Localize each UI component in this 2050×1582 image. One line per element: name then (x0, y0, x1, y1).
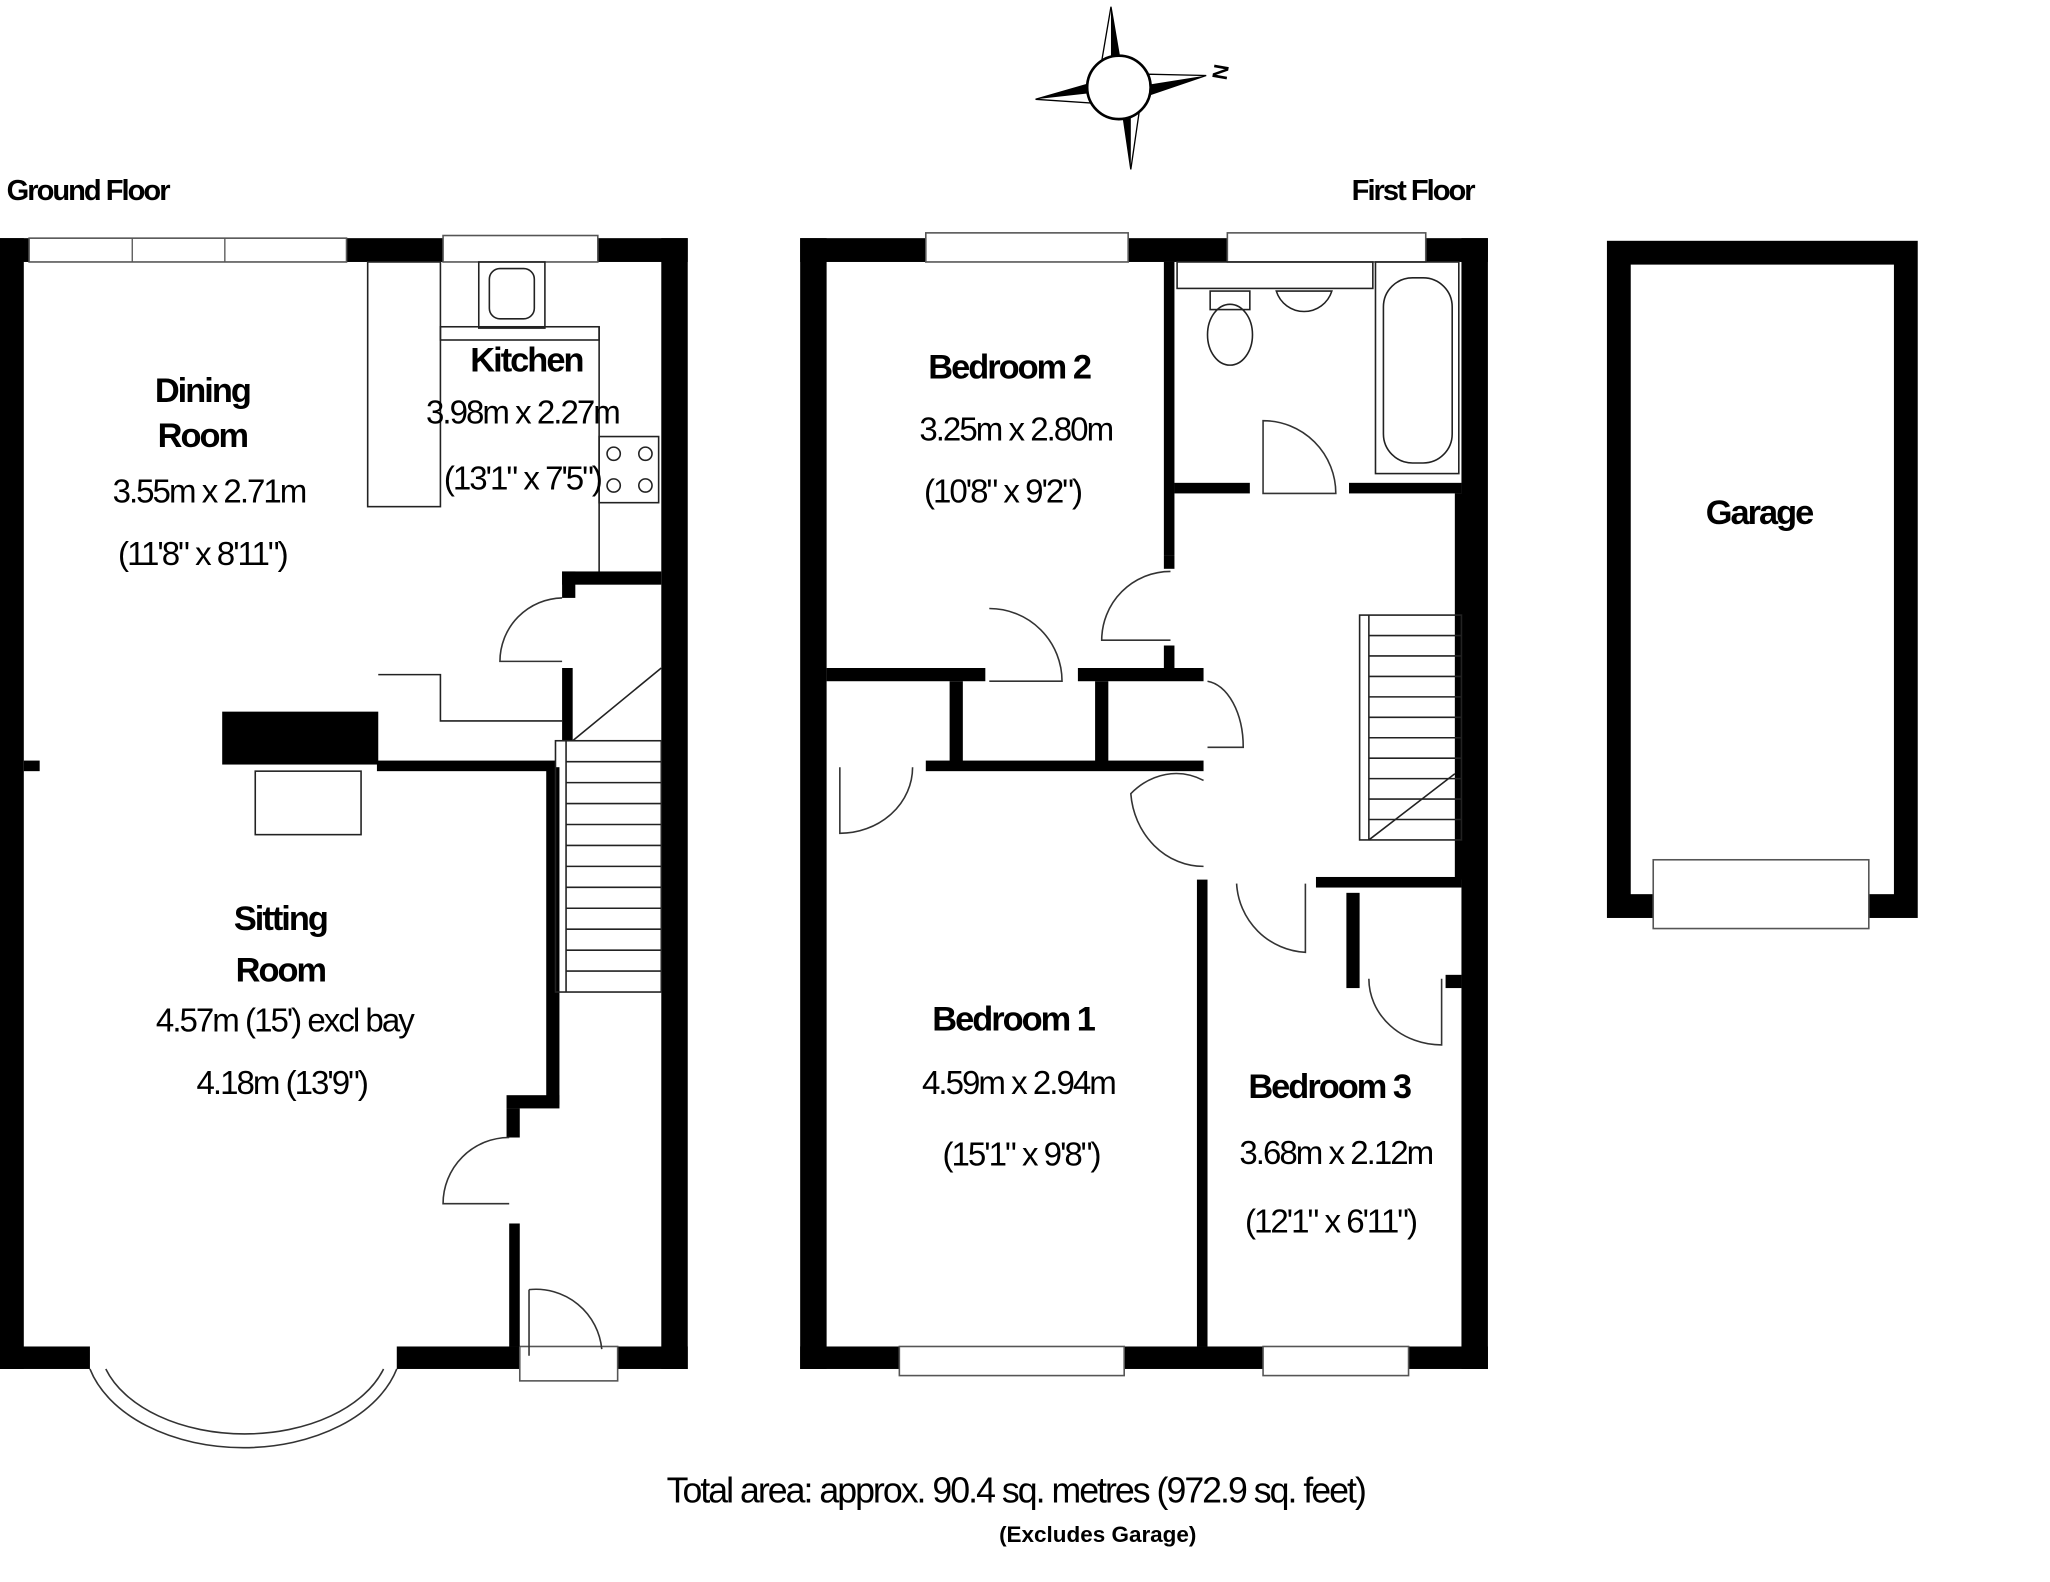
bedroom-3-label: Bedroom 3 (1248, 1068, 1411, 1106)
front-door (518, 1345, 619, 1382)
first-floor-title: First Floor (1352, 175, 1476, 207)
sitting-room-metric: 4.57m (15') excl bay (156, 1003, 415, 1040)
kitchen-metric: 3.98m x 2.27m (426, 394, 619, 431)
bath-icon (1374, 261, 1460, 475)
patio-window (28, 237, 348, 263)
kitchen-window (442, 234, 599, 263)
garage-label: Garage (1706, 494, 1813, 532)
first-floor-plan: Bedroom 2 3.25m x 2.80m (10'8" x 9'2") B… (800, 232, 1488, 1377)
ground-stairs (554, 667, 663, 993)
dining-room-label-2: Room (158, 417, 248, 455)
basin-icon (1275, 290, 1333, 313)
kitchen-imperial: (13'1" x 7'5") (444, 460, 601, 497)
total-area: Total area: approx. 90.4 sq. metres (972… (667, 1471, 1365, 1511)
sitting-room-imperial: 4.18m (13'9") (196, 1065, 366, 1102)
bedroom-2-metric: 3.25m x 2.80m (919, 412, 1112, 449)
bedroom-3-metric: 3.68m x 2.12m (1239, 1135, 1432, 1172)
dining-room-metric: 3.55m x 2.71m (113, 474, 306, 511)
sitting-room-label-2: Room (236, 951, 326, 989)
sink-icon (488, 267, 536, 320)
kitchen-label: Kitchen (470, 342, 582, 380)
ground-floor-title: Ground Floor (7, 175, 171, 207)
bedroom-2-imperial: (10'8" x 9'2") (924, 474, 1081, 511)
compass-north-label: N (1209, 64, 1234, 82)
garage-door (1652, 858, 1870, 930)
chimney-breast (222, 711, 379, 765)
sitting-room-label-1: Sitting (234, 900, 327, 938)
bedroom-1-metric: 4.59m x 2.94m (922, 1065, 1115, 1102)
first-stairs (1358, 614, 1463, 841)
dining-room-imperial: (11'8" x 8'11") (118, 536, 287, 573)
compass-icon: N (1035, 6, 1234, 170)
ground-floor-plan: Dining Room 3.55m x 2.71m (11'8" x 8'11"… (0, 234, 688, 1449)
dining-room-label-1: Dining (155, 372, 250, 410)
toilet-icon (1206, 303, 1254, 366)
bedroom-3-imperial: (12'1" x 6'11") (1245, 1204, 1416, 1241)
garage-plan: Garage (1606, 240, 1918, 930)
bay-window (89, 1368, 398, 1449)
bedroom-1-imperial: (15'1" x 9'8") (942, 1136, 1099, 1173)
hob-icon (598, 435, 660, 504)
excludes-garage-note: (Excludes Garage) (999, 1522, 1196, 1547)
bedroom-2-label: Bedroom 2 (928, 348, 1091, 386)
bedroom-1-label: Bedroom 1 (932, 1000, 1096, 1038)
